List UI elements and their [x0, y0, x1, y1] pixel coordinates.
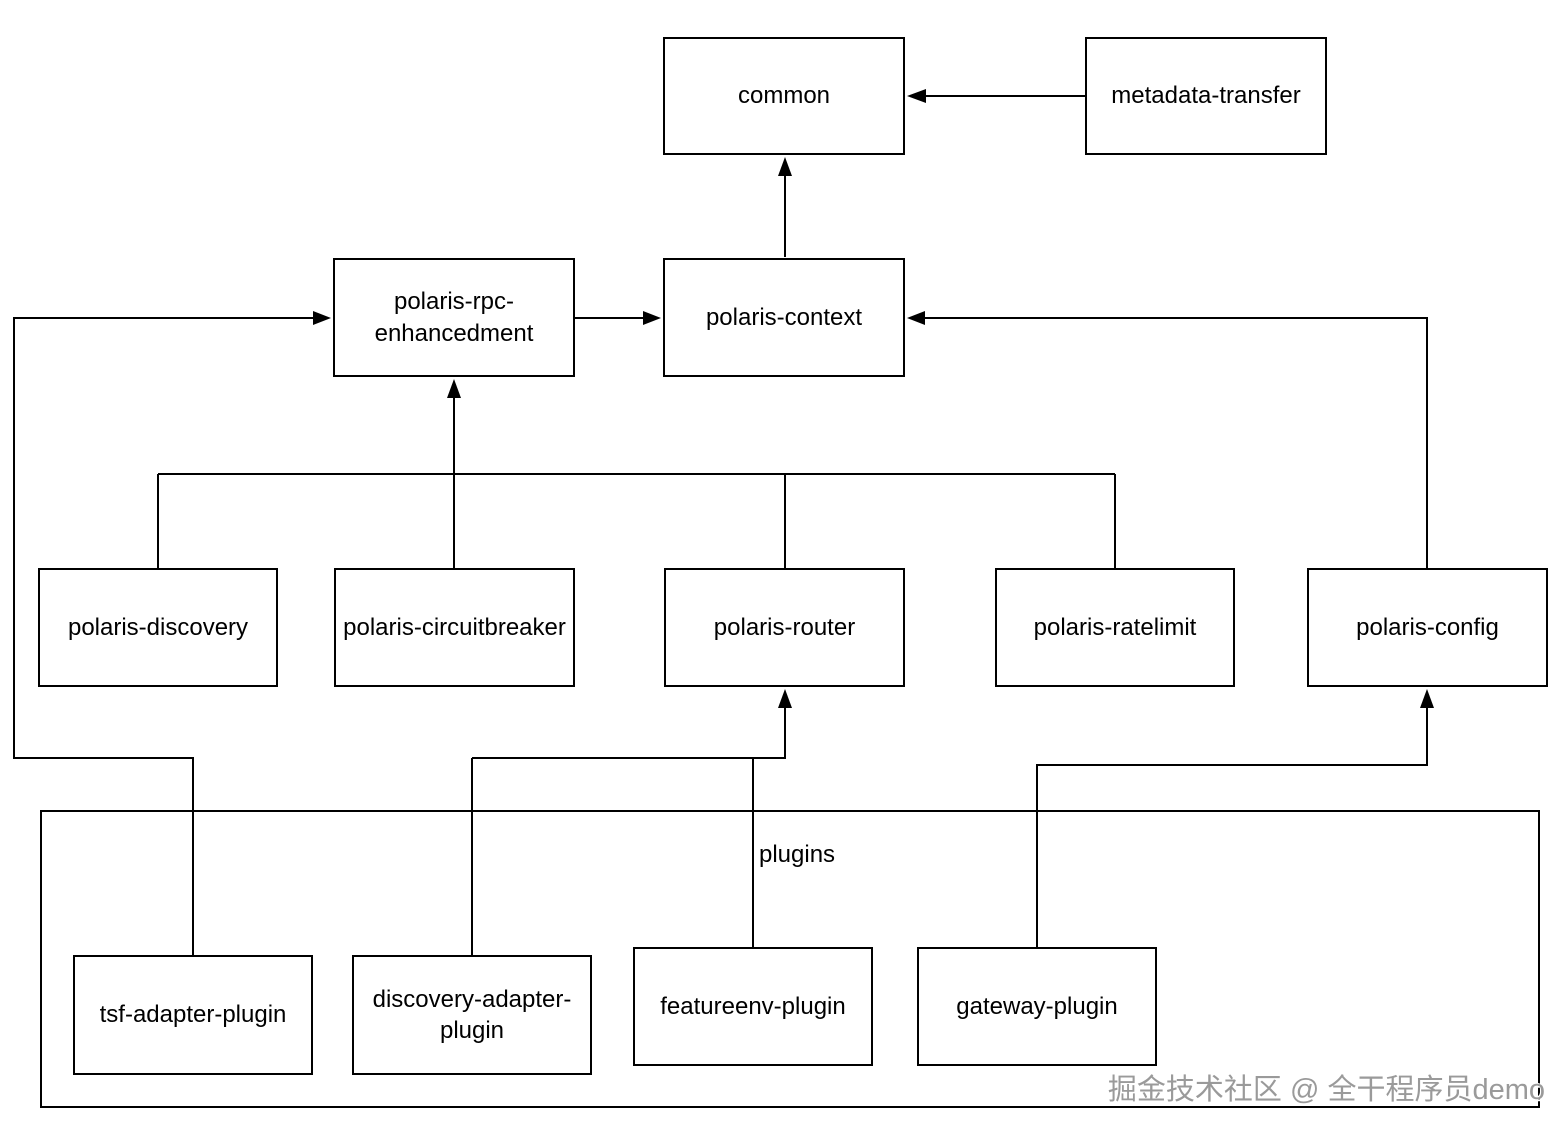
node-metadata-transfer: metadata-transfer [1085, 37, 1327, 155]
node-polaris-ratelimit: polaris-ratelimit [995, 568, 1235, 687]
node-polaris-discovery: polaris-discovery [38, 568, 278, 687]
node-common: common [663, 37, 905, 155]
arrowhead-into-config-bottom [1420, 689, 1434, 708]
edge-config-to-context [925, 317, 1428, 568]
node-polaris-context: polaris-context [663, 258, 905, 377]
node-polaris-router: polaris-router [664, 568, 905, 687]
edge-plugins-to-router [472, 707, 786, 759]
arrowhead-into-common-right [907, 89, 926, 103]
node-polaris-circuitbreaker: polaris-circuitbreaker [334, 568, 575, 687]
arrowhead-into-context-right [907, 311, 925, 325]
arrowhead-into-router-bottom [778, 689, 792, 708]
arrowhead-into-context-left [643, 311, 661, 325]
arrowhead-into-common-bottom [778, 157, 792, 176]
node-featureenv-plugin: featureenv-plugin [633, 947, 873, 1066]
node-gateway-plugin: gateway-plugin [917, 947, 1157, 1066]
arrowhead-into-rpc-bottom [447, 379, 461, 398]
arrowhead-into-rpc-left [313, 311, 331, 325]
watermark: 掘金技术社区 @ 全干程序员demo [1107, 1074, 1545, 1106]
plugins-group-label: plugins [759, 841, 836, 868]
node-discovery-adapter-plugin: discovery-adapter-plugin [352, 955, 592, 1075]
node-tsf-adapter-plugin: tsf-adapter-plugin [73, 955, 313, 1075]
node-polaris-config: polaris-config [1307, 568, 1548, 687]
node-polaris-rpc-enhancedment: polaris-rpc-enhancedment [333, 258, 575, 377]
